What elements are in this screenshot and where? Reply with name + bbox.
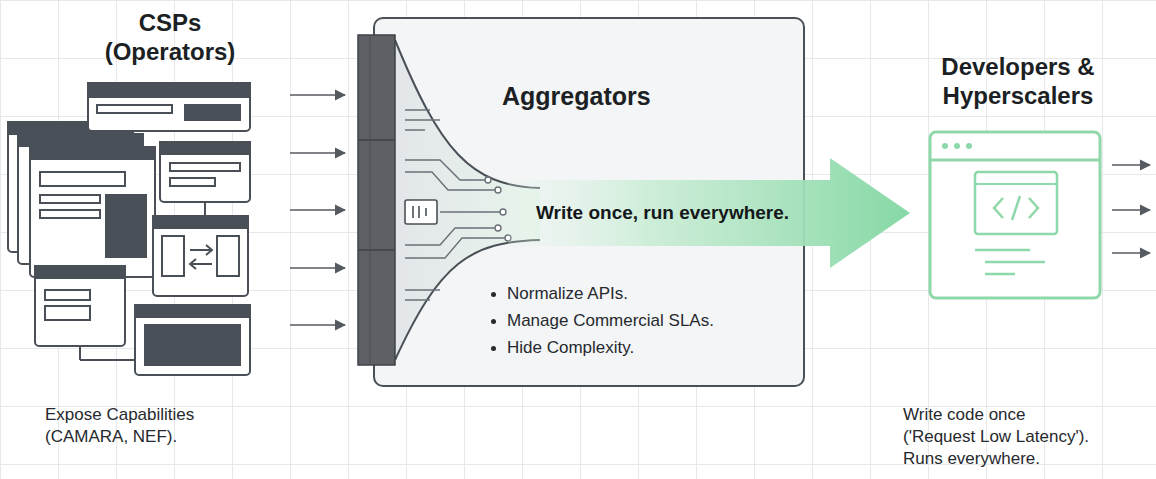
bullet-text: Hide Complexity.: [507, 337, 634, 359]
operator-windows: [8, 83, 250, 375]
input-arrows: [290, 95, 345, 325]
bullet-text: Normalize APIs.: [507, 283, 628, 305]
group-heading: CSPs (Operators): [82, 8, 258, 66]
bullet-dot: [491, 346, 496, 351]
bullet-dot: [491, 292, 496, 297]
bullet-row: Hide Complexity.: [491, 337, 634, 359]
caption-note: Expose Capabilities (CAMARA, NEF).: [45, 404, 217, 448]
arrow-text: Write once, run everywhere.: [536, 202, 789, 224]
aggregation-funnel: [358, 35, 540, 365]
arrow-outline: [508, 158, 910, 268]
bullet-dot: [491, 319, 496, 324]
caption-note: Write code once ('Request Low Latency').…: [903, 404, 1101, 470]
output-arrows: [1112, 165, 1150, 253]
highlight-arrow: Write once, run everywhere.: [508, 158, 910, 268]
bullet-row: Normalize APIs.: [491, 283, 628, 305]
box-heading: Aggregators: [502, 82, 651, 111]
bullet-row: Manage Commercial SLAs.: [491, 310, 714, 332]
bullet-text: Manage Commercial SLAs.: [507, 310, 714, 332]
group-heading: Developers & Hyperscalers: [918, 52, 1118, 110]
code-window-icon: [930, 132, 1100, 298]
